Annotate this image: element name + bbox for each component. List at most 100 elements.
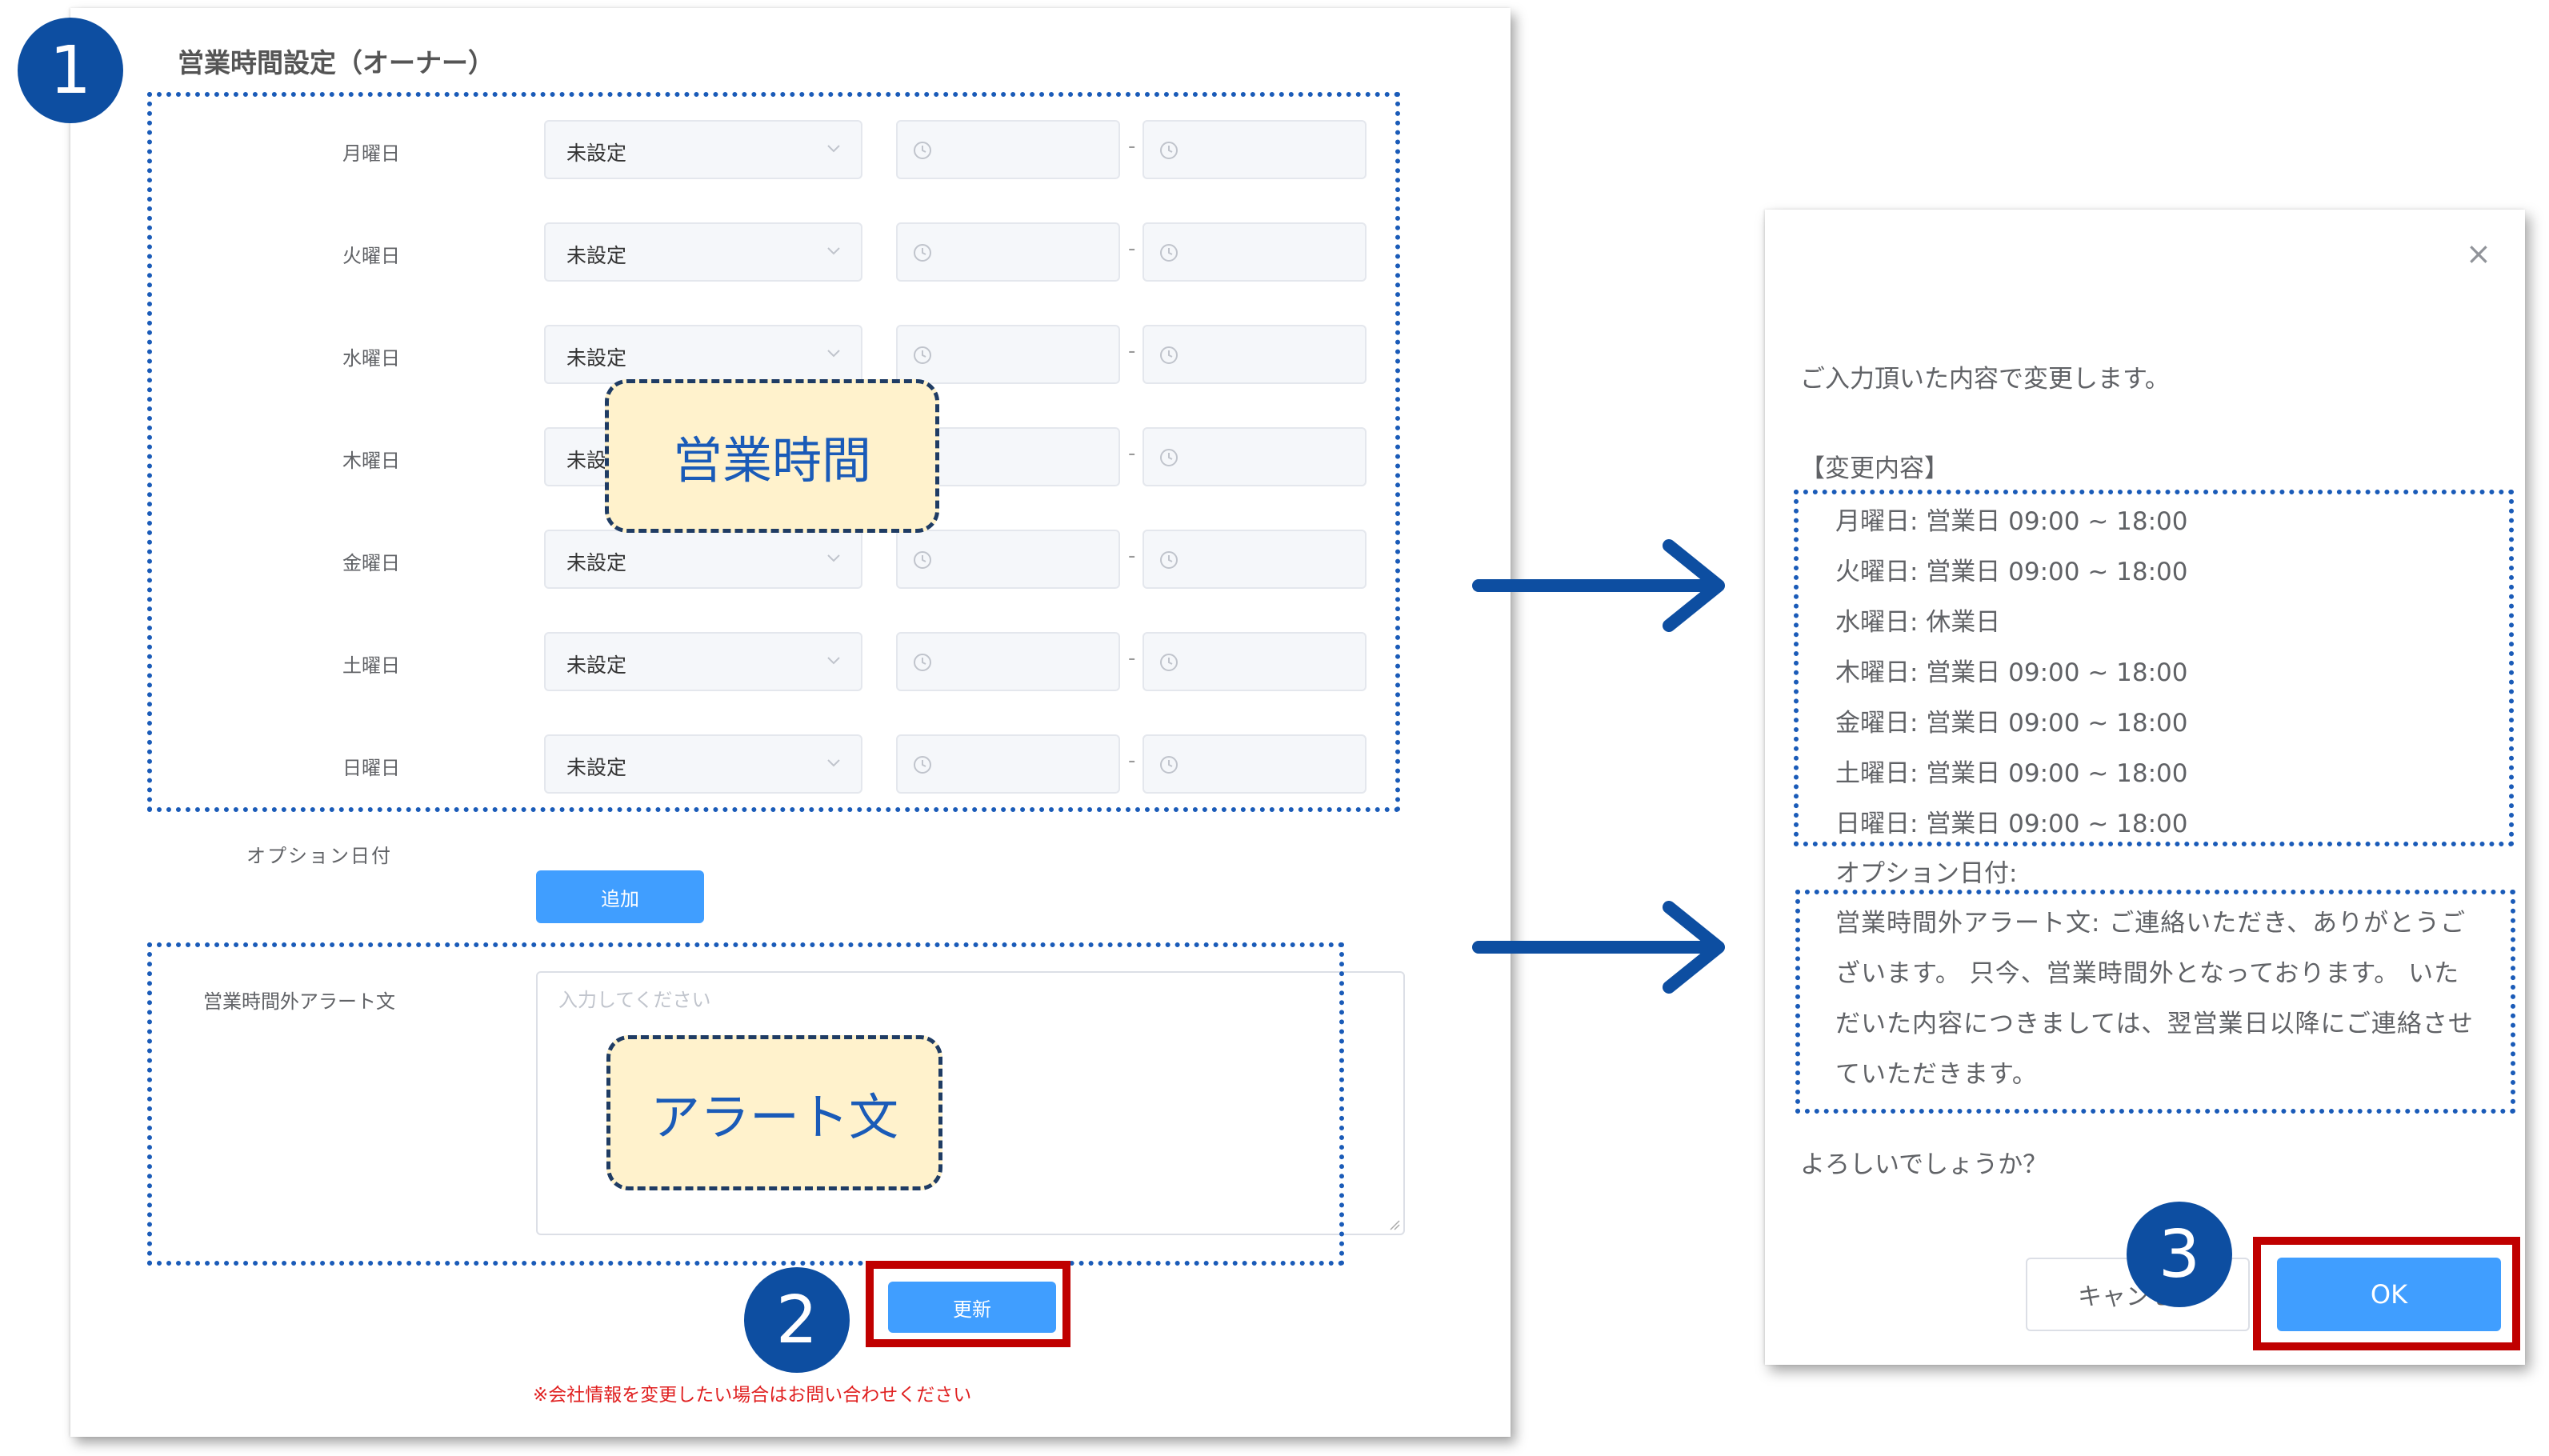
time-separator: - bbox=[1128, 339, 1136, 363]
contact-notice: ※会社情報を変更したい場合はお問い合わせください bbox=[533, 1385, 972, 1406]
start-time-input[interactable] bbox=[896, 530, 1120, 589]
select-value: 未設定 bbox=[566, 142, 627, 165]
change-line: 月曜日: 営業日 09:00 ~ 18:00 bbox=[1835, 507, 2188, 536]
start-time-input[interactable] bbox=[896, 325, 1120, 384]
step-number: 1 bbox=[49, 32, 92, 109]
clock-icon bbox=[1160, 142, 1178, 159]
clock-icon bbox=[1160, 244, 1178, 262]
select-value: 未設定 bbox=[566, 551, 627, 574]
time-separator: - bbox=[1128, 442, 1136, 466]
end-time-input[interactable] bbox=[1142, 530, 1367, 589]
day-status-select[interactable]: 未設定 bbox=[544, 120, 862, 179]
dialog-confirm-question: よろしいでしょうか？ bbox=[1800, 1150, 2048, 1179]
changes-heading: 【変更内容】 bbox=[1800, 454, 1949, 483]
clock-icon bbox=[1160, 756, 1178, 774]
time-separator: - bbox=[1128, 237, 1136, 261]
chevron-down-icon bbox=[827, 759, 840, 767]
step-number: 2 bbox=[775, 1282, 818, 1358]
alert-text-line: ていただきます。 bbox=[1835, 1060, 2038, 1089]
end-time-input[interactable] bbox=[1142, 325, 1367, 384]
ok-button[interactable]: OK bbox=[2277, 1258, 2501, 1331]
end-time-input[interactable] bbox=[1142, 734, 1367, 794]
alert-placeholder: 入力してください bbox=[558, 989, 711, 1011]
day-status-select[interactable]: 未設定 bbox=[544, 734, 862, 794]
day-label: 火曜日 bbox=[342, 245, 400, 267]
chevron-down-icon bbox=[827, 247, 840, 255]
day-status-select[interactable]: 未設定 bbox=[544, 530, 862, 589]
dialog-intro: ご入力頂いた内容で変更します。 bbox=[1800, 365, 2170, 394]
select-value: 未設定 bbox=[566, 654, 627, 677]
change-line: 火曜日: 営業日 09:00 ~ 18:00 bbox=[1835, 558, 2188, 586]
time-separator: - bbox=[1128, 646, 1136, 670]
clock-icon bbox=[914, 346, 931, 364]
close-icon[interactable]: × bbox=[2466, 236, 2491, 271]
chevron-down-icon bbox=[827, 145, 840, 153]
time-separator: - bbox=[1128, 134, 1136, 158]
callout-text: アラート文 bbox=[650, 1088, 898, 1146]
time-separator: - bbox=[1128, 749, 1136, 773]
step-1-badge: 1 bbox=[18, 18, 123, 123]
start-time-input[interactable] bbox=[896, 734, 1120, 794]
add-button[interactable]: 追加 bbox=[536, 870, 704, 923]
alert-text-line: だいた内容につきましては、翌営業日以降にご連絡させ bbox=[1835, 1010, 2474, 1038]
day-label: 月曜日 bbox=[342, 142, 400, 165]
hours-highlight-frame bbox=[147, 92, 1400, 812]
changes-highlight-frame bbox=[1794, 490, 2514, 846]
step-number: 3 bbox=[2158, 1216, 2201, 1293]
day-label: 木曜日 bbox=[342, 450, 400, 472]
day-label: 金曜日 bbox=[342, 552, 400, 574]
start-time-input[interactable] bbox=[896, 632, 1120, 691]
day-status-select[interactable]: 未設定 bbox=[544, 632, 862, 691]
clock-icon bbox=[1160, 654, 1178, 671]
alert-text-highlight-frame bbox=[1795, 890, 2515, 1114]
chevron-down-icon bbox=[827, 554, 840, 562]
resize-handle-icon[interactable] bbox=[1389, 1219, 1400, 1230]
alert-highlight-frame bbox=[147, 942, 1344, 1266]
alert-label: 営業時間外アラート文 bbox=[203, 990, 395, 1013]
clock-icon bbox=[914, 142, 931, 159]
day-label: 水曜日 bbox=[342, 347, 400, 370]
change-line: 日曜日: 営業日 09:00 ~ 18:00 bbox=[1835, 810, 2188, 838]
page-title: 営業時間設定（オーナー） bbox=[178, 47, 494, 78]
step-3-badge: 3 bbox=[2127, 1202, 2232, 1307]
change-line: 水曜日: 休業日 bbox=[1835, 608, 2001, 637]
select-value: 未設定 bbox=[566, 756, 627, 779]
start-time-input[interactable] bbox=[896, 222, 1120, 282]
clock-icon bbox=[914, 551, 931, 569]
option-date-label: オプション日付 bbox=[246, 845, 392, 867]
select-value: 未設定 bbox=[566, 346, 627, 370]
alert-textarea[interactable]: 入力してください bbox=[536, 971, 1405, 1235]
step-2-badge: 2 bbox=[744, 1267, 850, 1373]
callout-text: 営業時間 bbox=[672, 431, 871, 490]
select-value: 未設定 bbox=[566, 244, 627, 267]
update-highlight-frame bbox=[866, 1261, 1070, 1347]
ok-highlight-frame bbox=[2253, 1237, 2520, 1350]
end-time-input[interactable] bbox=[1142, 120, 1367, 179]
alert-text-line: 営業時間外アラート文: ご連絡いただき、ありがとうご bbox=[1835, 909, 2467, 938]
end-time-input[interactable] bbox=[1142, 222, 1367, 282]
clock-icon bbox=[1160, 551, 1178, 569]
change-line: 土曜日: 営業日 09:00 ~ 18:00 bbox=[1835, 759, 2188, 788]
confirm-dialog bbox=[1765, 210, 2525, 1365]
arrow-right-icon bbox=[1472, 901, 1725, 994]
clock-icon bbox=[914, 244, 931, 262]
end-time-input[interactable] bbox=[1142, 632, 1367, 691]
dialog-option-date: オプション日付: bbox=[1835, 859, 2018, 888]
clock-icon bbox=[1160, 346, 1178, 364]
start-time-input[interactable] bbox=[896, 120, 1120, 179]
change-line: 金曜日: 営業日 09:00 ~ 18:00 bbox=[1835, 709, 2188, 738]
change-line: 木曜日: 営業日 09:00 ~ 18:00 bbox=[1835, 658, 2188, 687]
alert-text-line: ざいます。 只今、営業時間外となっております。 いた bbox=[1835, 959, 2460, 988]
day-label: 土曜日 bbox=[342, 654, 400, 677]
end-time-input[interactable] bbox=[1142, 427, 1367, 486]
clock-icon bbox=[1160, 449, 1178, 466]
update-button[interactable]: 更新 bbox=[888, 1282, 1056, 1333]
time-separator: - bbox=[1128, 544, 1136, 568]
arrow-right-icon bbox=[1472, 539, 1725, 632]
day-status-select[interactable]: 未設定 bbox=[544, 222, 862, 282]
chevron-down-icon bbox=[827, 657, 840, 665]
alert-callout: アラート文 bbox=[606, 1035, 942, 1190]
clock-icon bbox=[914, 756, 931, 774]
hours-callout: 営業時間 bbox=[605, 379, 939, 533]
clock-icon bbox=[914, 654, 931, 671]
